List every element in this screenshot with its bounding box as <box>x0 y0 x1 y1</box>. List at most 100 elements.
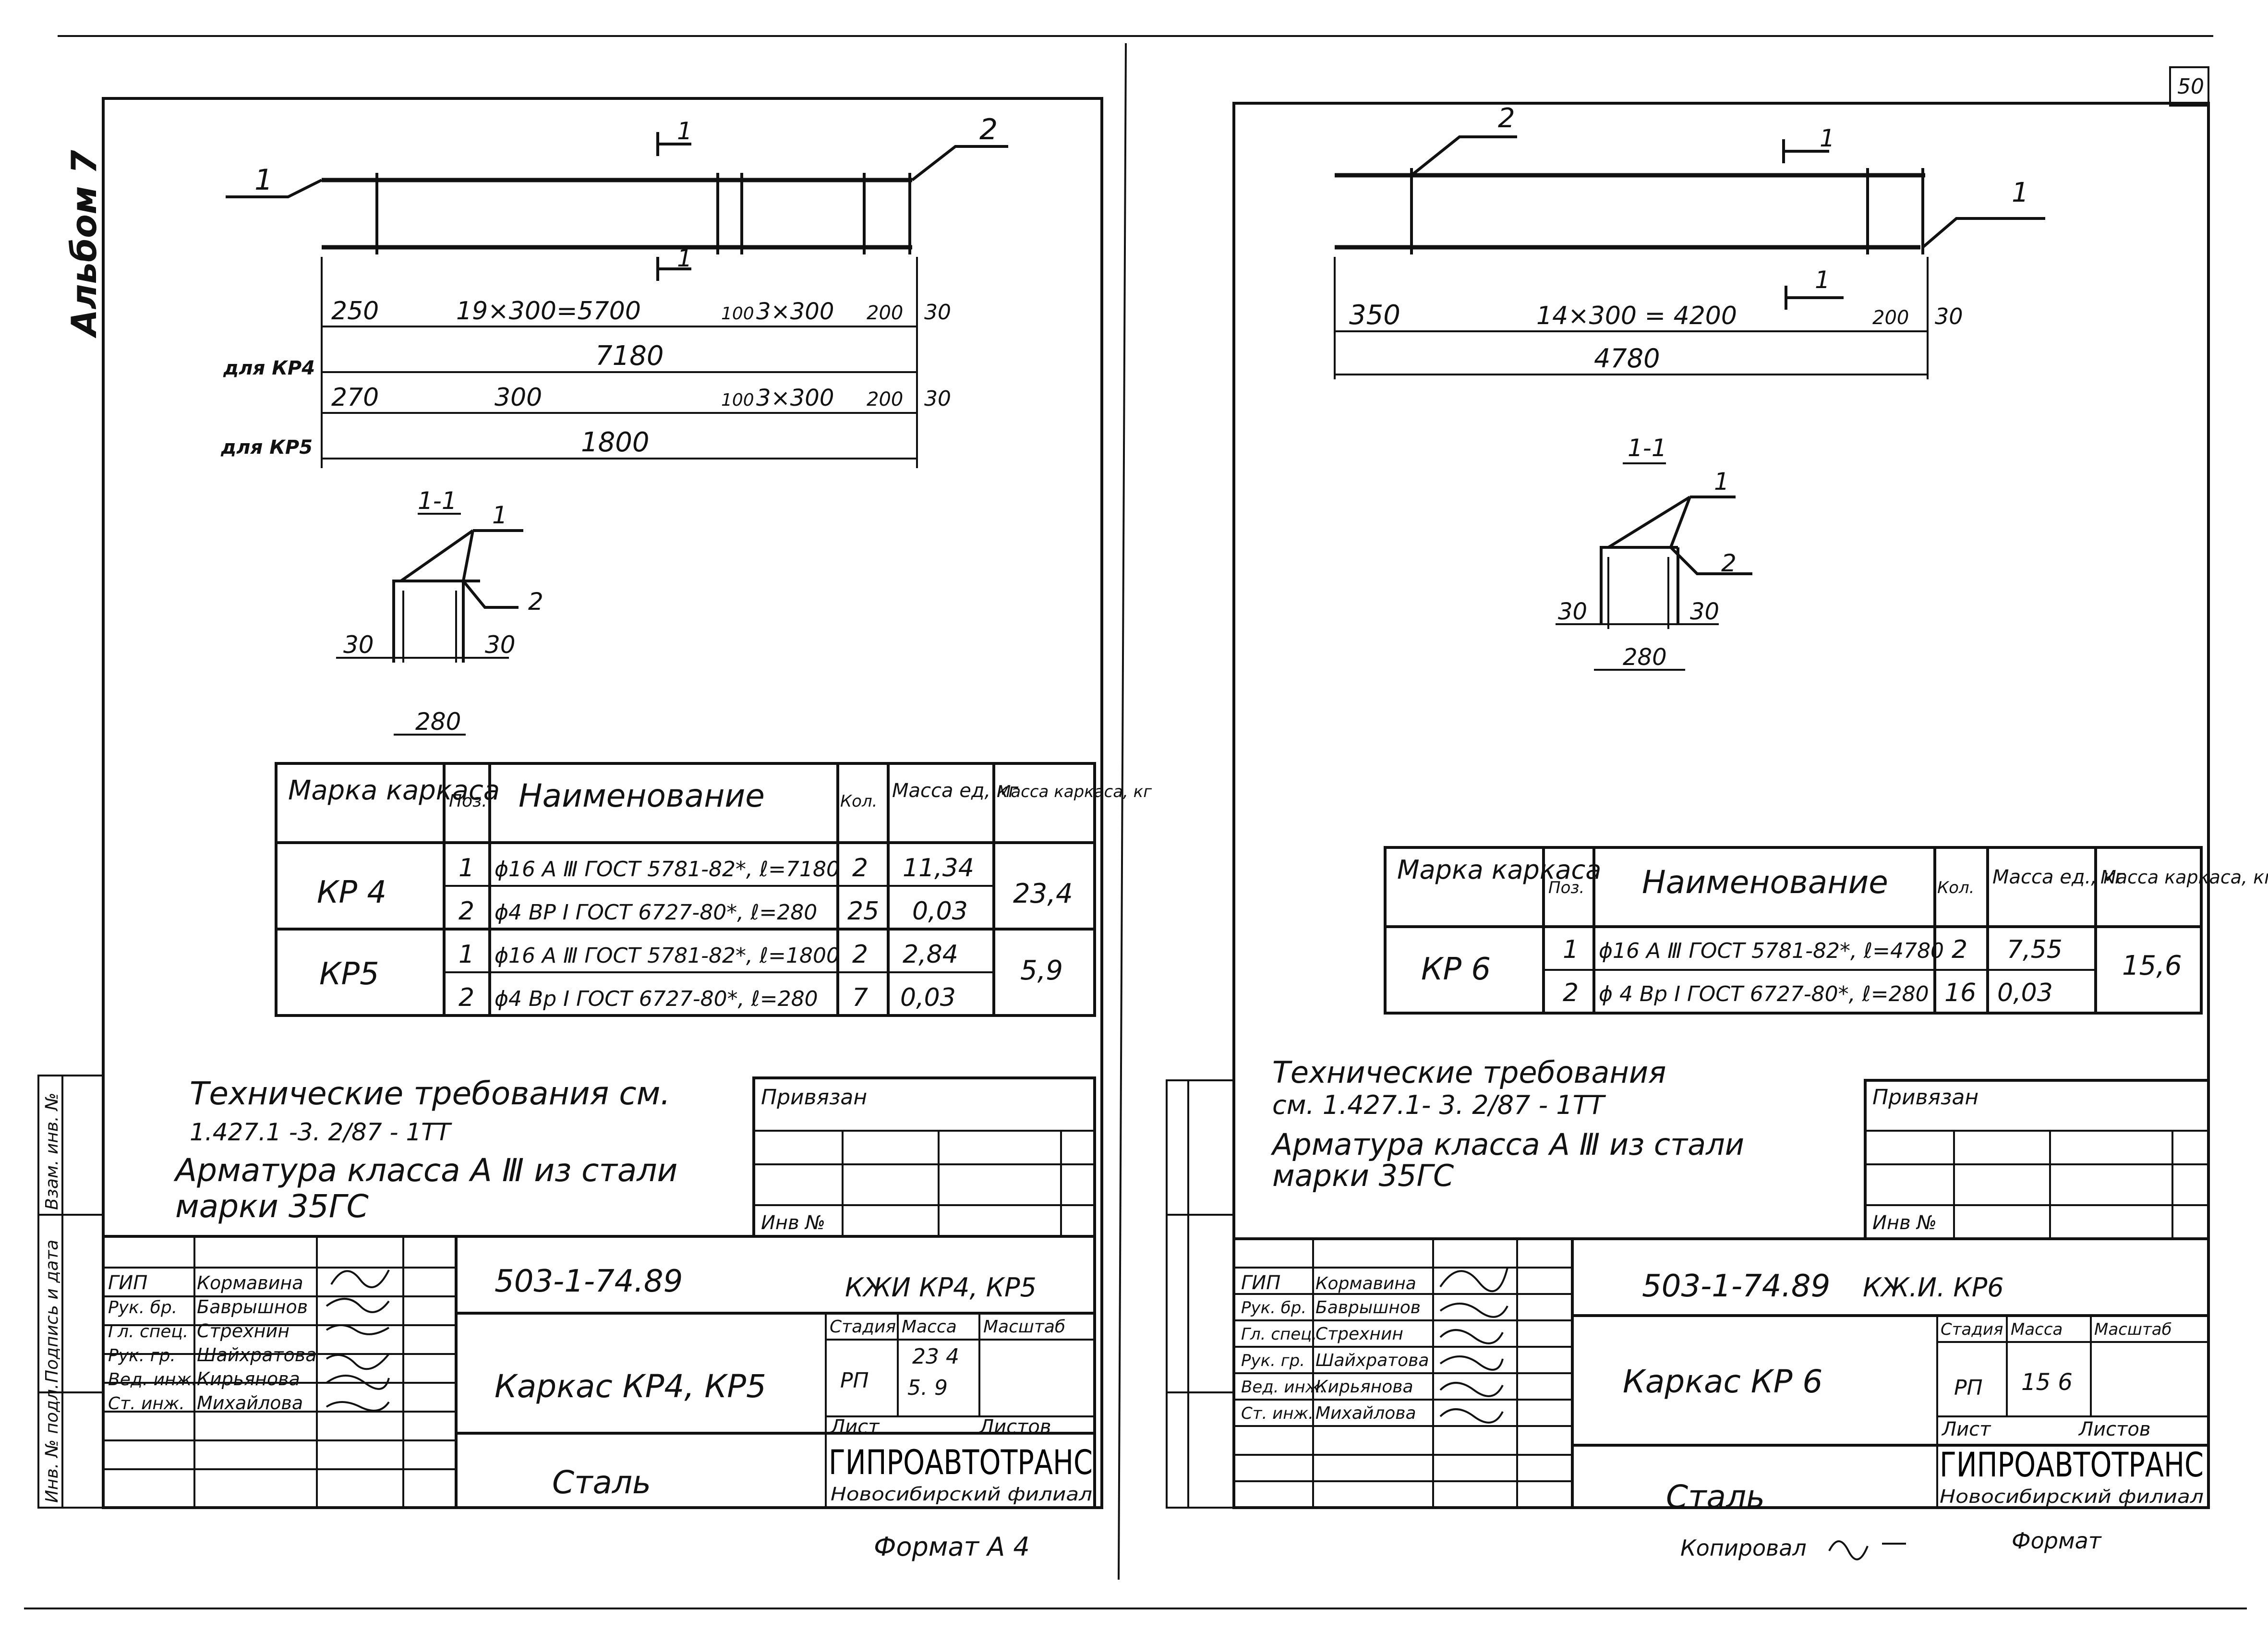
kp5-label: для КР5 <box>220 436 313 459</box>
left-r4-qty: 7 <box>852 983 868 1012</box>
left-format: Формат А 4 <box>874 1532 1030 1562</box>
right-spec-table: Марка каркаса Поз. Наименование Кол. Мас… <box>1384 846 2268 1015</box>
side-stamp-inv: Инв. № подл. <box>42 1384 62 1503</box>
kp5-dim-a: 270 <box>331 383 379 412</box>
right-branch: Новосибирский филиал <box>1940 1486 2204 1507</box>
right-mark-kp6: КР 6 <box>1421 952 1491 987</box>
right-material: Сталь <box>1666 1478 1765 1515</box>
right-section-width: 280 <box>1623 644 1667 671</box>
left-r1-pos: 1 <box>458 854 474 882</box>
right-r1-name: ϕ16 A Ⅲ ГОСТ 5781-82*, ℓ=4780 <box>1599 939 1944 963</box>
right-name-5: Михайлова <box>1315 1403 1416 1423</box>
right-scale-h: Масштаб <box>2094 1320 2172 1339</box>
right-name-1: Баврышнов <box>1315 1298 1421 1318</box>
left-title-block: ГИП Рук. бр. Гл. спец. Рук. гр. Вед. инж… <box>102 1235 1096 1562</box>
kp5-dim-d: 3×300 <box>756 385 834 411</box>
right-notes: Технические требования см. 1.427.1- 3. 2… <box>1270 1055 1744 1193</box>
right-callout-1: 1 <box>2012 177 2029 208</box>
right-section-pos1: 1 <box>1714 468 1729 496</box>
left-th-mass: Масса ед, кг <box>892 780 1019 802</box>
kp4-dim-d: 3×300 <box>756 298 834 325</box>
right-section-pos2: 2 <box>1721 549 1737 577</box>
right-th-mass: Масса ед., кг <box>1992 866 2125 888</box>
right-dim-e: 200 <box>1872 307 1909 329</box>
left-doc-code: 503-1-74.89 <box>495 1264 683 1299</box>
right-section-d2: 30 <box>1690 598 1719 625</box>
right-privyazan-label: Привязан <box>1872 1085 1978 1110</box>
left-mark-kp5: КР5 <box>319 956 379 992</box>
side-stamp-sign: Подпись и дата <box>42 1240 62 1383</box>
left-role-0: ГИП <box>108 1272 147 1294</box>
left-section-mark-top: 1 <box>677 117 692 145</box>
right-sheets-h: Листов <box>2078 1418 2150 1440</box>
right-role-0: ГИП <box>1241 1272 1280 1294</box>
left-total-kp4: 23,4 <box>1013 878 1073 909</box>
kp4-dim-c: 100 <box>721 304 754 324</box>
left-privyazan-label: Привязан <box>761 1085 867 1110</box>
left-name-4: Кирьянова <box>197 1368 300 1390</box>
left-section-pos1: 1 <box>492 501 507 529</box>
right-r1-mass: 7,55 <box>2007 935 2063 964</box>
left-note-2: 1.427.1 -3. 2/87 - 1ТТ <box>190 1118 452 1146</box>
left-sheets-h: Листов <box>978 1416 1051 1438</box>
right-note-3: Арматура класса А Ⅲ из стали <box>1270 1127 1744 1162</box>
kp4-dim-a: 250 <box>331 297 379 326</box>
right-note-2: см. 1.427.1- 3. 2/87 - 1ТТ <box>1272 1090 1606 1120</box>
right-dim-a: 350 <box>1349 300 1400 331</box>
left-inv-label: Инв № <box>761 1212 825 1234</box>
left-th-qty: Кол. <box>840 792 877 811</box>
page-number: 50 <box>2177 74 2204 99</box>
left-role-1: Рук. бр. <box>108 1298 177 1318</box>
left-r4-pos: 2 <box>458 983 474 1012</box>
right-th-frame-mass: Масса каркаса, кг <box>2100 867 2268 888</box>
left-mass-2: 5. 9 <box>907 1376 948 1400</box>
side-stamp-replace: Взам. инв. № <box>42 1093 62 1210</box>
right-callout-2: 2 <box>1498 103 1515 134</box>
right-note-1: Технические требования <box>1272 1055 1666 1090</box>
left-note-1: Технические требования см. <box>190 1075 670 1112</box>
right-name-4: Кирьянова <box>1315 1377 1413 1397</box>
left-branch: Новосибирский филиал <box>831 1484 1092 1505</box>
left-r1-mass: 11,34 <box>903 854 974 882</box>
left-role-4: Вед. инж. <box>108 1370 197 1390</box>
right-section-title: 1-1 <box>1628 434 1667 462</box>
kp5-dim-c: 100 <box>721 390 754 410</box>
right-th-qty: Кол. <box>1937 878 1974 897</box>
right-th-name: Наименование <box>1642 864 1888 901</box>
right-stage-h: Стадия <box>1941 1320 2003 1339</box>
left-doc-mark: КЖИ КР4, КР5 <box>845 1272 1037 1303</box>
right-r1-pos: 1 <box>1563 935 1579 964</box>
left-signatures <box>326 1269 390 1412</box>
right-r2-mass: 0,03 <box>1997 979 2053 1007</box>
right-dim-f: 30 <box>1935 303 1963 329</box>
left-name-3: Шайхратова <box>197 1344 317 1366</box>
left-material: Сталь <box>552 1464 651 1501</box>
kp4-label: для КР4 <box>223 357 315 379</box>
left-r4-name: ϕ4 Bp I ГОСТ 6727-80*, ℓ=280 <box>495 987 818 1011</box>
left-role-2: Гл. спец. <box>108 1322 188 1342</box>
right-role-2: Гл. спец. <box>1241 1325 1317 1344</box>
left-th-pos: Поз. <box>449 791 487 811</box>
left-r2-pos: 2 <box>458 897 474 926</box>
left-section-pos2: 2 <box>528 588 543 616</box>
kp5-dim-e: 200 <box>867 388 903 411</box>
right-title-block: ГИП Рук. бр. Гл. спец. Рук. гр. Вед. инж… <box>1232 1237 2210 1561</box>
page-number-box <box>2169 66 2209 107</box>
right-privyazan: Привязан Инв № <box>1864 1079 2210 1240</box>
right-name-3: Шайхратова <box>1315 1351 1429 1370</box>
left-mass-1: 23 4 <box>912 1344 959 1369</box>
left-role-5: Ст. инж. <box>108 1394 185 1414</box>
left-th-name: Наименование <box>519 777 765 814</box>
kp5-dim-f: 30 <box>924 387 951 411</box>
right-sheet: 2 1 1 1 350 14×300 = 4200 200 30 4780 1-… <box>1166 102 2268 1561</box>
left-role-3: Рук. гр. <box>108 1346 176 1366</box>
right-name-2: Стрехнин <box>1315 1324 1403 1344</box>
left-r3-name: ϕ16 A Ⅲ ГОСТ 5781-82*, ℓ=1800 <box>495 943 840 968</box>
left-r2-name: ϕ4 BP I ГОСТ 6727-80*, ℓ=280 <box>495 900 817 925</box>
right-th-mark: Марка каркаса <box>1397 855 1601 885</box>
left-sheet: Инв. № подл. Подпись и дата Взам. инв. №… <box>37 97 1152 1562</box>
kp4-dim-f: 30 <box>924 300 951 325</box>
kp4-dim-e: 200 <box>867 302 903 324</box>
right-role-5: Ст. инж. <box>1241 1404 1314 1423</box>
left-section-d2: 30 <box>485 631 516 659</box>
